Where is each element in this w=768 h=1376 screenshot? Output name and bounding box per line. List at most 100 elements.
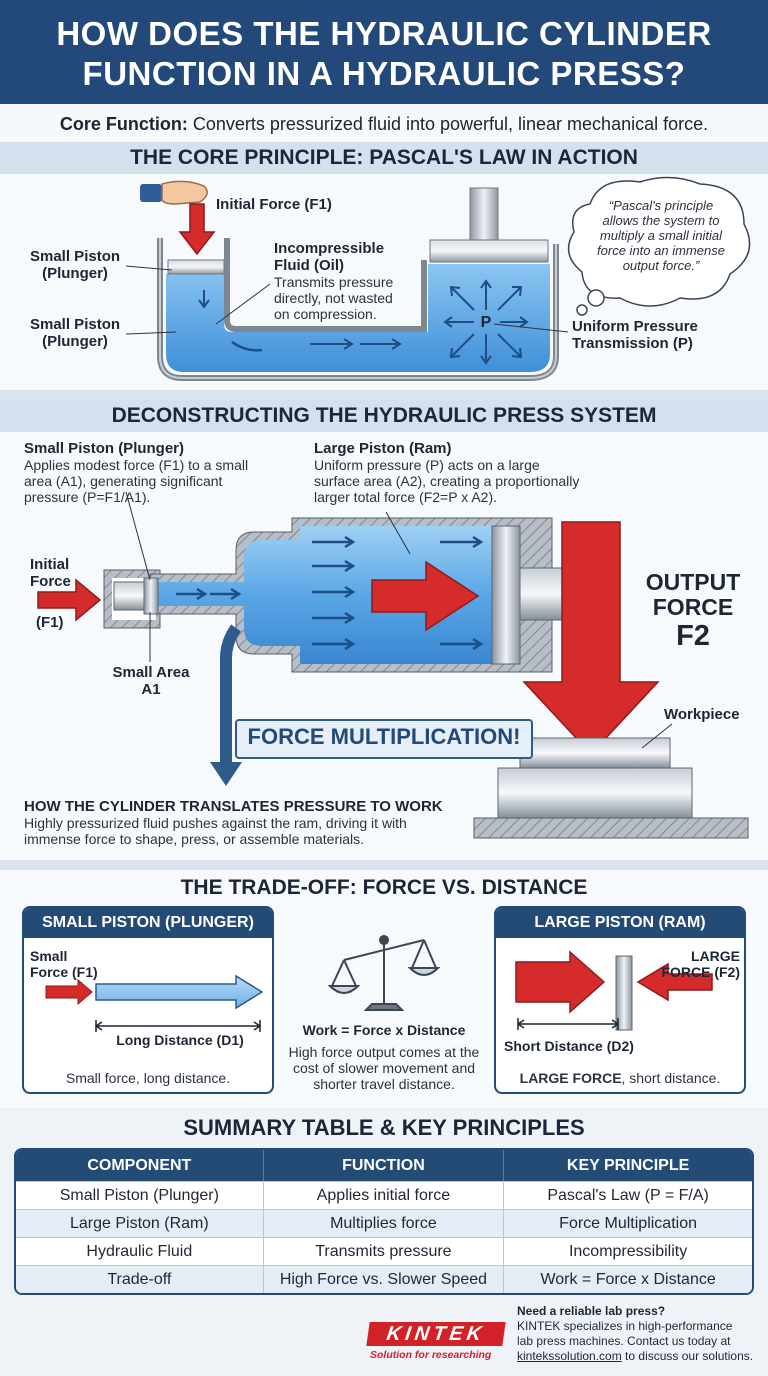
fluid-label: Incompressible Fluid (Oil) Transmits pre… (274, 240, 393, 322)
small-area-label: Small Area A1 (110, 664, 192, 698)
small-piston-label-2: Small Piston (Plunger) (30, 316, 120, 350)
small-summary: Small force, long distance. (65, 1070, 231, 1086)
large-force-label: LARGE FORCE (F2) (650, 948, 740, 980)
press-diagram (37, 491, 749, 839)
work-desc-3: shorter travel distance. (313, 1076, 455, 1092)
large-summary-bold: LARGE FORCE (519, 1070, 622, 1086)
cta-line-1: KINTEK specializes in high-performance (517, 1319, 733, 1333)
large-piston-title: Large Piston (Ram) (314, 440, 452, 457)
work-desc-2: cost of slower movement and (292, 1060, 476, 1076)
table-cell: Trade-off (16, 1265, 263, 1293)
small-piston-title: Small Piston (Plunger) (24, 440, 185, 457)
large-piston-desc-1: Uniform pressure (P) acts on a large (314, 457, 540, 473)
table-cell: Incompressibility (503, 1237, 752, 1265)
initial-force-side-label: Initial Force (30, 556, 71, 590)
small-piston-desc-1: Applies modest force (F1) to a small (24, 457, 249, 473)
table-row: Large Piston (Ram) Multiplies force Forc… (16, 1209, 752, 1237)
quote-line-2: allows the system to (602, 213, 720, 228)
balance-scale-icon (327, 935, 441, 1011)
translate-line-2: immense force to shape, press, or assemb… (24, 831, 365, 847)
col-component: COMPONENT (16, 1150, 263, 1181)
principle-heading: THE CORE PRINCIPLE: PASCAL'S LAW IN ACTI… (0, 142, 768, 174)
system-heading: DECONSTRUCTING THE HYDRAULIC PRESS SYSTE… (0, 400, 768, 432)
small-piston-1-line-b: (Plunger) (42, 265, 108, 282)
small-force-line-1: Small (30, 948, 68, 964)
table-cell: High Force vs. Slower Speed (262, 1265, 504, 1293)
cta-title: Need a reliable lab press? (517, 1304, 666, 1318)
title-line-2: FUNCTION IN A HYDRAULIC PRESS? (82, 55, 686, 92)
table-cell: Applies initial force (262, 1181, 504, 1209)
core-function-text: Converts pressurized fluid into powerful… (187, 114, 709, 134)
initial-force-label: Initial Force (F1) (216, 196, 332, 213)
work-description: High force output comes at the cost of s… (280, 1044, 488, 1092)
thought-cloud (567, 176, 751, 316)
small-piston-card: SMALL PISTON (PLUNGER) (22, 906, 274, 1094)
pressure-symbol: P (481, 314, 492, 331)
uniform-line-2: Transmission (P) (572, 335, 693, 352)
output-force-label: OUTPUT FORCE F2 (628, 569, 758, 653)
summary-heading: SUMMARY TABLE & KEY PRINCIPLES (183, 1115, 585, 1140)
small-piston-block: Small Piston (Plunger) Applies modest fo… (24, 440, 248, 505)
table-row: Hydraulic Fluid Transmits pressure Incom… (16, 1237, 752, 1265)
tradeoff-heading: THE TRADE-OFF: FORCE VS. DISTANCE (180, 876, 588, 899)
table-row: Small Piston (Plunger) Applies initial f… (16, 1181, 752, 1209)
work-desc-1: High force output comes at the (288, 1044, 480, 1060)
quote-line-3: multiply a small initial (599, 228, 723, 243)
long-distance-label: Long Distance (D1) (116, 1032, 244, 1048)
cta-link[interactable]: kintekssolution.com (517, 1349, 622, 1363)
large-piston-card-head: LARGE PISTON (RAM) (496, 908, 744, 938)
small-area-line-2: A1 (141, 681, 161, 698)
fluid-title-2: Fluid (Oil) (274, 257, 344, 274)
translate-block: HOW THE CYLINDER TRANSLATES PRESSURE TO … (24, 798, 470, 847)
table-cell: Large Piston (Ram) (16, 1209, 263, 1237)
fluid-desc-3: on compression. (274, 306, 377, 322)
table-cell: Work = Force x Distance (503, 1265, 752, 1293)
small-force-label: Small Force (F1) (30, 948, 98, 980)
initial-f1-label: (F1) (36, 614, 64, 631)
cta-line-3: kintekssolution.com to discuss our solut… (517, 1349, 757, 1364)
output-line-1: OUTPUT (645, 569, 741, 595)
table-cell: Multiplies force (262, 1209, 504, 1237)
section-divider (0, 390, 768, 400)
table-cell: Force Multiplication (503, 1209, 752, 1237)
workpiece-label: Workpiece (664, 706, 740, 723)
fluid-desc-1: Transmits pressure (274, 274, 394, 290)
table-cell: Pascal's Law (P = F/A) (503, 1181, 752, 1209)
translate-title: HOW THE CYLINDER TRANSLATES PRESSURE TO … (24, 798, 443, 815)
table-cell: Hydraulic Fluid (16, 1237, 263, 1265)
short-distance-label: Short Distance (D2) (504, 1038, 634, 1054)
page-title: HOW DOES THE HYDRAULIC CYLINDER FUNCTION… (0, 0, 768, 104)
small-piston-desc-2: area (A1), generating significant (24, 473, 223, 489)
force-multiplication-banner: FORCE MULTIPLICATION! (247, 724, 521, 749)
col-function: FUNCTION (262, 1150, 504, 1181)
large-summary-rest: , short distance. (621, 1070, 721, 1086)
fluid-desc-2: directly, not wasted (274, 290, 393, 306)
large-force-line-2: FORCE (F2) (661, 964, 740, 980)
initial-line-1: Initial (30, 556, 70, 573)
small-piston-2-line-b: (Plunger) (42, 333, 108, 350)
quote-line-4: force into an immense (597, 243, 725, 258)
summary-table: COMPONENT FUNCTION KEY PRINCIPLE Small P… (14, 1148, 754, 1295)
cta-line-3-rest: to discuss our solutions. (621, 1349, 754, 1363)
fluid-title-1: Incompressible (274, 240, 385, 257)
core-function: Core Function: Converts pressurized flui… (0, 104, 768, 142)
table-cell: Transmits pressure (262, 1237, 504, 1265)
uniform-line-1: Uniform Pressure (572, 318, 698, 335)
small-piston-card-head: SMALL PISTON (PLUNGER) (24, 908, 272, 938)
large-piston-block: Large Piston (Ram) Uniform pressure (P) … (314, 440, 579, 505)
title-line-1: HOW DOES THE HYDRAULIC CYLINDER (56, 15, 712, 52)
cta-line-2: lab press machines. Contact us today at (517, 1334, 731, 1348)
translate-line-1: Highly pressurized fluid pushes against … (24, 815, 407, 831)
small-piston-desc-3: pressure (P=F1/A1). (24, 489, 151, 505)
core-function-label: Core Function: (59, 114, 188, 134)
large-piston-desc-3: larger total force (F2=P x A2). (314, 489, 497, 505)
output-line-3: F2 (676, 620, 710, 652)
large-piston-desc-2: surface area (A2), creating a proportion… (314, 473, 580, 489)
quote-line-1: “Pascal's principle (608, 198, 714, 213)
table-row: Trade-off High Force vs. Slower Speed Wo… (16, 1265, 752, 1293)
pascal-diagram: P (125, 176, 751, 381)
large-summary: LARGE FORCE, short distance. (496, 1070, 744, 1086)
work-formula: Work = Force x Distance (302, 1022, 466, 1038)
col-key-principle: KEY PRINCIPLE (503, 1150, 752, 1181)
initial-line-2: Force (30, 573, 71, 590)
